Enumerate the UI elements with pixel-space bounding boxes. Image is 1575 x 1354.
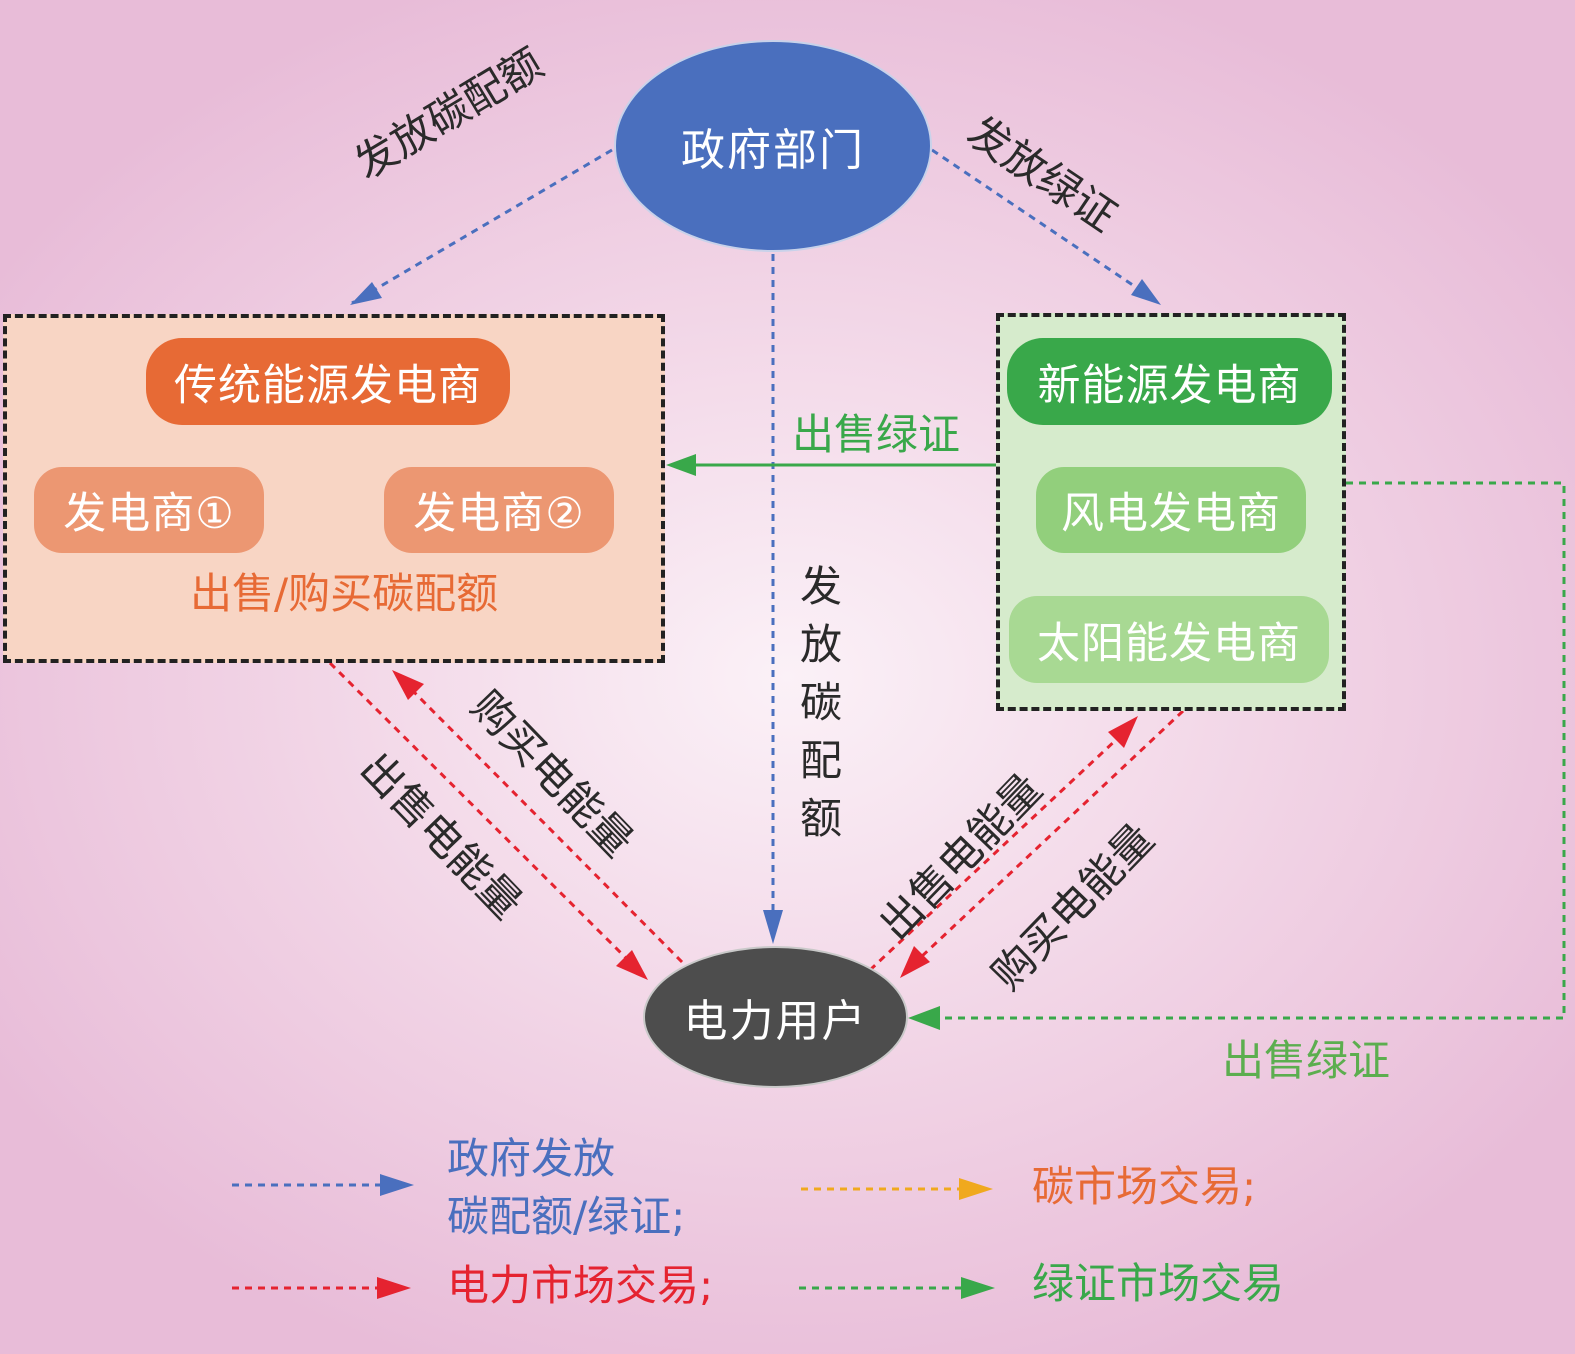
vertical-char: 放 xyxy=(799,620,842,669)
legend-gov-line2: 碳配额/绿证; xyxy=(447,1192,686,1241)
sell-green-solid-arrowhead xyxy=(666,454,696,476)
sell-green-bottom-label: 出售绿证 xyxy=(1222,1036,1391,1085)
legend-carbon-text: 碳市场交易; xyxy=(1032,1162,1257,1211)
government-label: 政府部门 xyxy=(681,125,865,176)
legend-green-arrowhead xyxy=(961,1277,995,1299)
legend-green-text: 绿证市场交易 xyxy=(1032,1259,1285,1308)
new-energy-title: 新能源发电商 xyxy=(1007,338,1332,425)
issue-green-arrow xyxy=(931,148,1159,304)
left-buy-power-arrowhead xyxy=(392,670,424,700)
sell-green-dashed-arrow xyxy=(940,481,1566,1020)
sell-green-dashed-arrowhead xyxy=(908,1006,940,1030)
legend-power-text: 电力市场交易; xyxy=(447,1261,714,1310)
vertical-char: 额 xyxy=(799,794,842,843)
legend-gov-arrowhead xyxy=(380,1174,414,1196)
power-user-label: 电力用户 xyxy=(683,996,868,1047)
wind-generator: 风电发电商 xyxy=(1036,467,1306,553)
vertical-char: 碳 xyxy=(799,678,842,727)
right-sell-power-arrowhead xyxy=(1108,716,1138,748)
issue-carbon-vertical-label: 发 放 碳 配 额 xyxy=(796,558,846,848)
right-buy-power-arrowhead xyxy=(900,946,930,978)
issue-carbon-vertical-arrowhead xyxy=(763,910,783,944)
carbon-trade-label: 出售/购买碳配额 xyxy=(190,569,499,618)
legend-gov-line1: 政府发放 xyxy=(447,1134,616,1183)
issue-green-arrowhead xyxy=(1131,279,1161,305)
issue-carbon-arrowhead xyxy=(350,282,382,305)
sell-green-top-label: 出售绿证 xyxy=(792,410,961,459)
right-sell-power-arrow xyxy=(868,736,1120,972)
vertical-char: 发 xyxy=(799,562,842,611)
solar-generator: 太阳能发电商 xyxy=(1009,596,1329,683)
legend-gov-text: 政府发放 碳配额/绿证; xyxy=(447,1130,685,1246)
left-sell-power-arrow xyxy=(328,661,630,962)
legend-carbon-arrowhead xyxy=(959,1178,993,1200)
legend-power-arrowhead xyxy=(377,1277,411,1299)
generator-1: 发电商① xyxy=(34,467,264,553)
government-node: 政府部门 xyxy=(614,40,932,252)
generator-2: 发电商② xyxy=(384,467,614,553)
right-buy-power-arrow xyxy=(918,709,1185,960)
vertical-char: 配 xyxy=(799,736,842,785)
traditional-title: 传统能源发电商 xyxy=(146,338,510,425)
left-sell-power-arrowhead xyxy=(616,950,648,980)
issue-carbon-arrow xyxy=(351,148,613,305)
power-user-node: 电力用户 xyxy=(643,946,908,1088)
